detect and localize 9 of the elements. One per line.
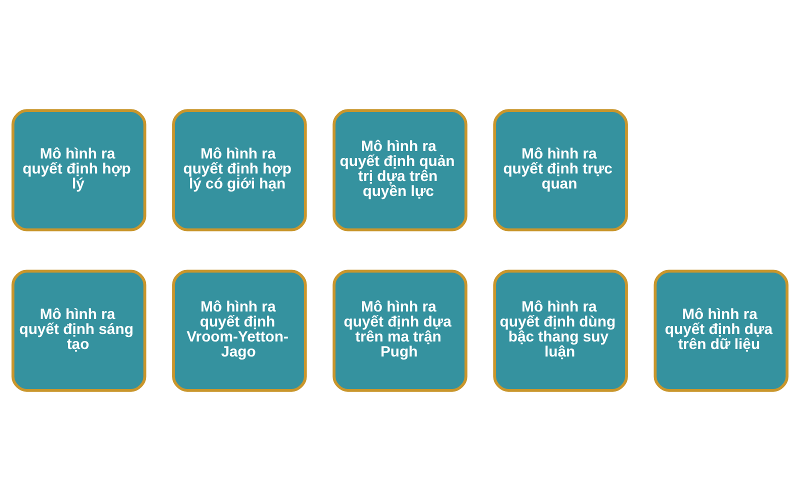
node-box: Mô hình ra quyết định quản trị dựa trên quyền lực: [332, 108, 468, 231]
node-box: Mô hình ra quyết định dựa trên ma trận Pugh: [332, 269, 468, 392]
node-box: Mô hình ra quyết định hợp lý: [12, 108, 146, 231]
node-box: Mô hình ra quyết định dựa trên dữ liệu: [654, 269, 788, 392]
node-box: Mô hình ra quyết định hợp lý có giới hạn: [172, 108, 307, 231]
node-box: Mô hình ra quyết định trực quan: [493, 108, 628, 231]
node-box: Mô hình ra quyết định dùng bậc thang suy luận: [493, 269, 628, 392]
node-box: Mô hình ra quyết định Vroom-Yetton-Jago: [172, 269, 307, 392]
node-box: Mô hình ra quyết định sáng tạo: [12, 269, 146, 392]
